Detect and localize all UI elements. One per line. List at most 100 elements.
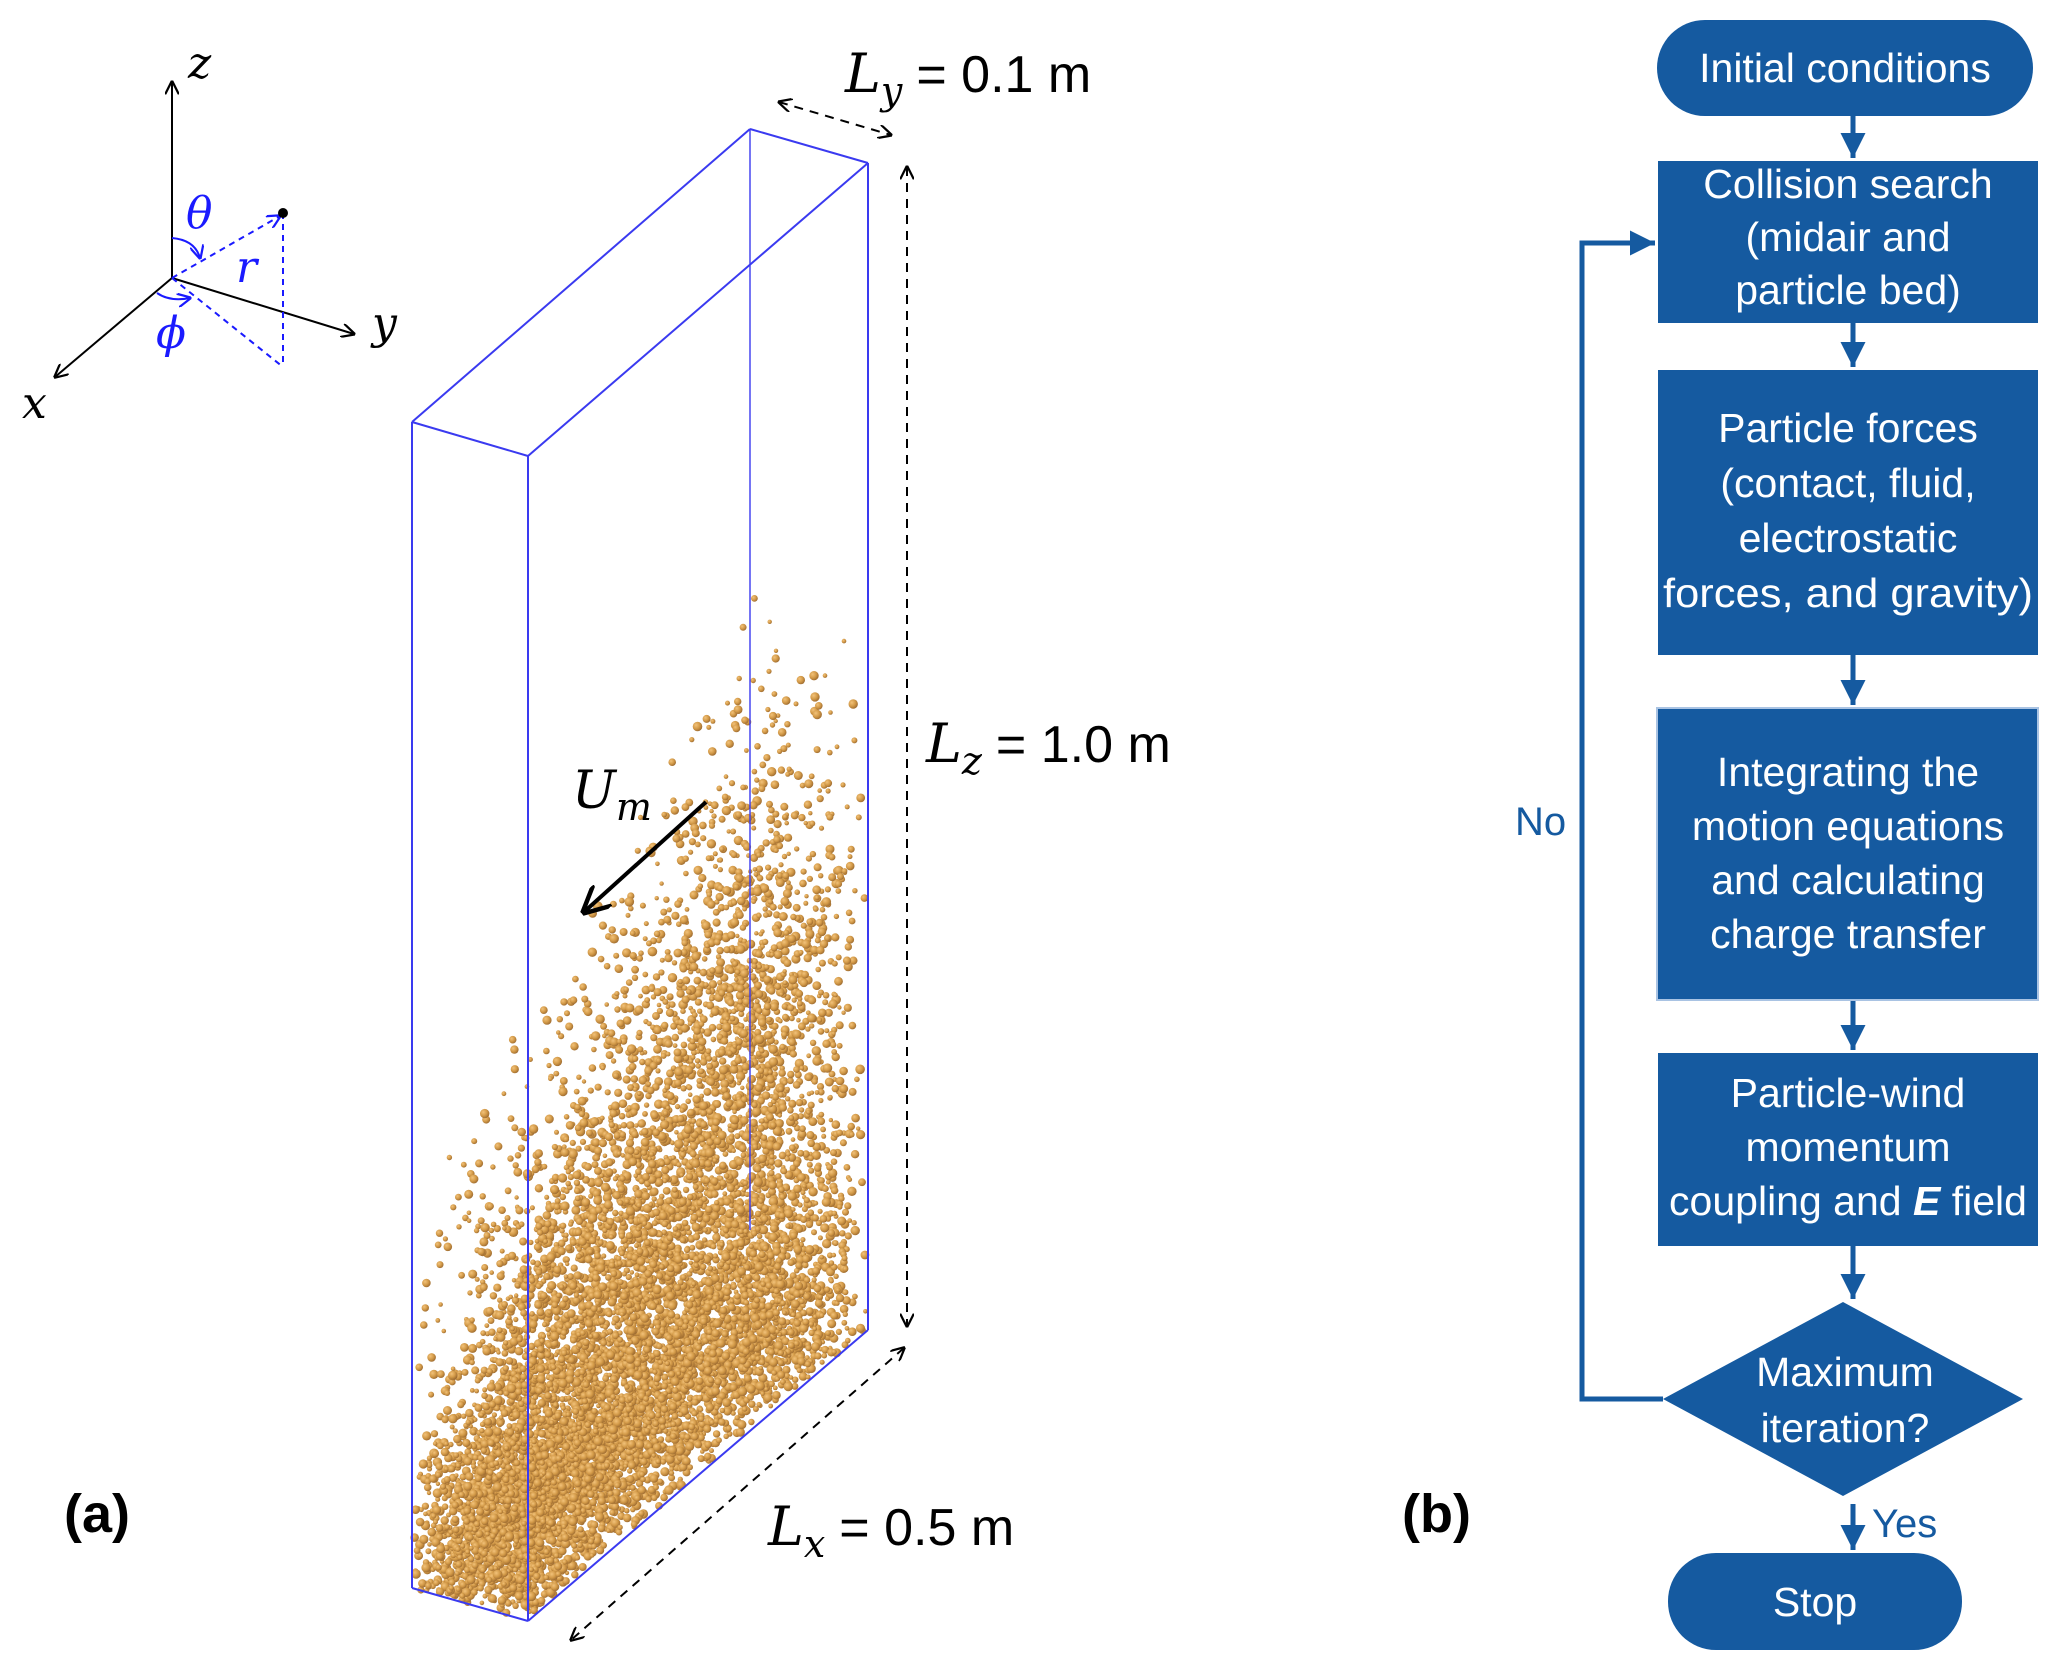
sand-particle	[784, 721, 791, 728]
sand-particle	[847, 1122, 855, 1131]
sand-particle	[480, 1279, 486, 1285]
sand-particle	[667, 1250, 673, 1256]
sand-particle	[601, 1253, 607, 1259]
sand-particle	[426, 1455, 432, 1461]
sand-particle	[493, 1225, 501, 1233]
sand-particle	[511, 1278, 517, 1283]
sand-particle	[514, 1346, 524, 1356]
sand-particle	[630, 1506, 636, 1513]
sand-particle	[711, 1088, 720, 1097]
sand-particle	[785, 1223, 791, 1229]
sand-particle	[770, 780, 780, 789]
sand-particle	[819, 906, 826, 913]
sand-particle	[731, 1148, 736, 1153]
sand-particle	[685, 1098, 691, 1105]
sand-particle	[672, 1043, 678, 1048]
sand-particle	[774, 1159, 783, 1168]
sand-particle	[769, 722, 776, 728]
sand-particle	[796, 1367, 802, 1373]
sand-particle	[434, 1241, 442, 1249]
sand-particle	[618, 1112, 626, 1120]
sand-particle	[560, 1201, 570, 1211]
sand-particle	[808, 773, 815, 780]
particle-bed	[410, 595, 870, 1617]
sand-particle	[528, 1342, 536, 1351]
sand-particle	[777, 766, 786, 774]
sand-particle	[642, 1111, 648, 1117]
sand-particle	[816, 1083, 825, 1091]
x-axis	[55, 277, 173, 377]
sand-particle	[701, 920, 711, 931]
sand-particle	[786, 766, 792, 772]
sand-particle	[808, 1167, 815, 1174]
sand-particle	[559, 1228, 565, 1234]
sand-particle	[751, 825, 757, 831]
sand-particle	[471, 1366, 480, 1375]
sand-particle	[512, 1162, 519, 1169]
sand-particle	[734, 1415, 740, 1421]
sand-particle	[686, 1229, 692, 1236]
sand-particle	[726, 829, 731, 834]
sand-particle	[709, 808, 714, 814]
sand-particle	[559, 1077, 568, 1085]
y-axis-label: y	[370, 298, 398, 349]
sand-particle	[747, 1148, 755, 1156]
sand-particle	[712, 851, 718, 857]
sand-particle	[490, 1221, 497, 1228]
sand-particle	[546, 1062, 552, 1069]
sand-particle	[674, 900, 682, 908]
sand-particle	[622, 948, 632, 958]
sand-particle	[765, 864, 772, 871]
sand-particle	[822, 1039, 831, 1049]
sand-particle	[733, 705, 743, 714]
sand-particle	[594, 1146, 603, 1155]
sand-particle	[591, 1046, 597, 1053]
sand-particle	[595, 1236, 601, 1241]
sand-particle	[757, 1233, 763, 1240]
sand-particle	[494, 1142, 503, 1151]
sand-particle	[855, 814, 862, 821]
sand-particle	[534, 1260, 542, 1268]
sand-particle	[703, 1177, 711, 1184]
sand-particle	[643, 921, 649, 927]
sand-particle	[784, 1156, 790, 1162]
sand-particle	[811, 1046, 821, 1056]
sand-particle	[858, 1178, 866, 1187]
sand-particle	[614, 991, 620, 997]
sand-particle	[809, 820, 816, 827]
sand-particle	[818, 873, 824, 879]
sand-particle	[777, 904, 783, 910]
sand-particle	[792, 1029, 802, 1039]
sand-particle	[552, 1056, 563, 1067]
sand-particle	[728, 780, 736, 787]
sand-particle	[818, 1111, 825, 1118]
sand-particle	[435, 1481, 441, 1487]
sand-particle	[710, 718, 716, 724]
sand-particle	[560, 998, 568, 1006]
sand-particle	[762, 839, 770, 847]
sand-particle	[639, 1435, 645, 1441]
sand-particle	[773, 911, 781, 919]
sand-particle	[786, 851, 791, 856]
sand-particle	[785, 1127, 793, 1135]
sand-particle	[612, 1072, 620, 1079]
sand-particle	[680, 1008, 686, 1014]
sand-particle	[827, 1319, 837, 1329]
sand-particle	[692, 721, 703, 732]
sand-particle	[664, 1485, 674, 1495]
sand-particle	[773, 648, 779, 653]
sand-particle	[572, 975, 579, 983]
sand-particle	[819, 1359, 825, 1365]
sand-particle	[542, 1321, 548, 1328]
sand-particle	[496, 1332, 506, 1342]
sand-particle	[712, 918, 721, 927]
sand-particle	[839, 1230, 846, 1237]
sand-particle	[622, 1075, 631, 1084]
sand-particle	[810, 692, 820, 702]
sand-particle	[811, 1229, 817, 1236]
theta-arc-icon	[171, 237, 200, 258]
sand-particle	[566, 1395, 572, 1401]
sand-particle	[712, 1430, 721, 1438]
sand-particle	[835, 1328, 843, 1335]
phi-arc-icon	[156, 292, 190, 299]
